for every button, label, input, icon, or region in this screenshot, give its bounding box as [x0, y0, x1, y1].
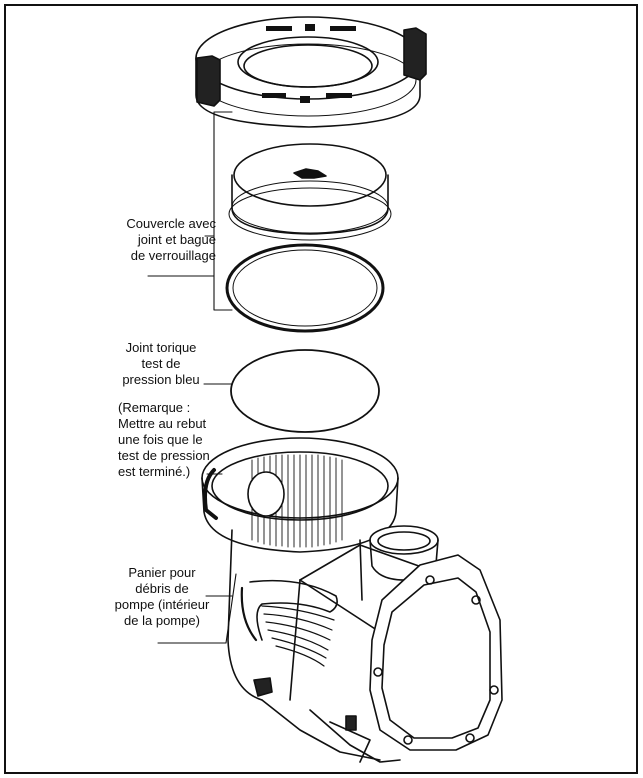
- note-label-line: une fois que le: [118, 432, 203, 447]
- pump-lid: [228, 143, 392, 241]
- note-label: (Remarque : Mettre au rebut une fois que…: [118, 400, 228, 480]
- cover-label-line: Couvercle avec: [126, 216, 216, 231]
- pump-body: [201, 437, 503, 763]
- cover-label-line: de verrouillage: [130, 248, 216, 263]
- pressure-test-oring: [230, 349, 380, 433]
- basket-label-line: pompe (intérieur: [114, 597, 210, 612]
- oring-label-line: Joint torique: [125, 340, 197, 355]
- note-label-line: est terminé.): [118, 464, 191, 479]
- locking-ring: [195, 16, 427, 128]
- note-label-line: Mettre au rebut: [118, 416, 207, 431]
- oring-label-line: pression bleu: [122, 372, 200, 387]
- cover-label-line: joint et bague: [137, 232, 216, 247]
- note-label-line: (Remarque :: [118, 400, 191, 415]
- cover-label: Couvercle avec joint et bague de verroui…: [98, 216, 216, 264]
- oring-label-line: test de: [141, 356, 181, 371]
- basket-label-line: débris de: [135, 581, 189, 596]
- oring-label: Joint torique test de pression bleu: [106, 340, 216, 388]
- note-label-line: test de pression: [118, 448, 210, 463]
- basket-label: Panier pour débris de pompe (intérieur d…: [100, 565, 224, 629]
- lid-seal: [225, 243, 385, 333]
- basket-label-line: de la pompe): [124, 613, 200, 628]
- basket-label-line: Panier pour: [128, 565, 196, 580]
- leader-lines: [147, 111, 237, 644]
